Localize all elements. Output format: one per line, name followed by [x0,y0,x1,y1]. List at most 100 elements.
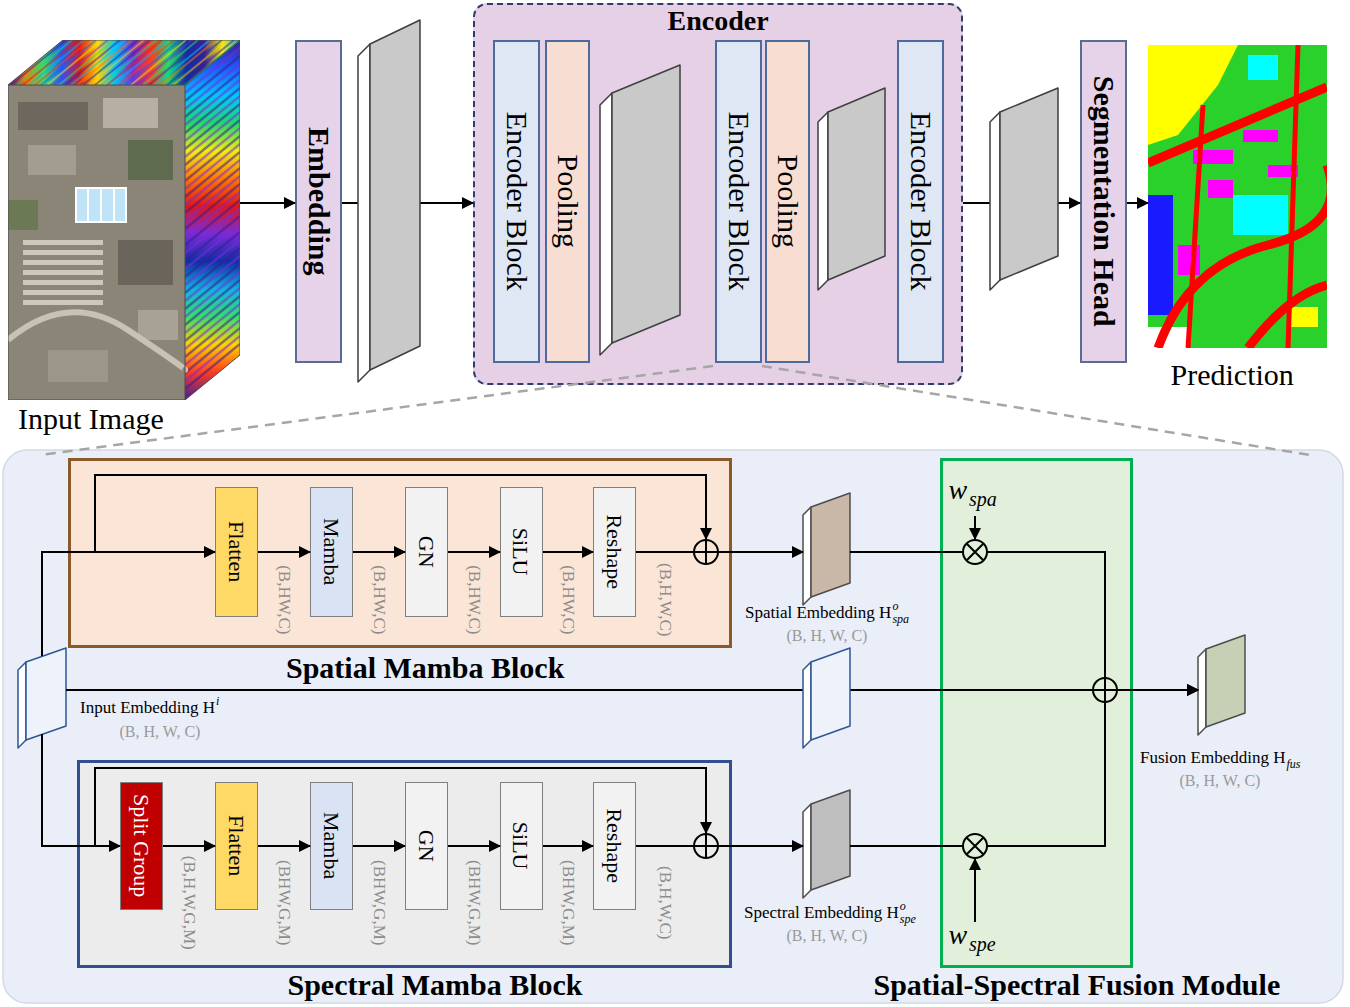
multiply-cross [967,544,984,561]
embedding-label: Spectral Embedding H [744,903,899,923]
weight-arrow [974,516,976,539]
spectral-embedding: Spectral Embedding Hospe(B, H, W, C) [803,790,850,898]
aerial-parking [23,280,103,285]
multiply-circle [963,834,987,858]
heading-label: Encoder [668,7,769,35]
aerial-parking [23,270,103,275]
text-holder: (B,H,W,C) [628,590,702,610]
add-symbol [1093,678,1117,702]
encoder-block: Encoder Block [715,40,762,363]
box-label: Embedding [301,127,336,275]
shape-label: (B, H, W, C) [787,927,868,945]
multiply-symbol [963,540,987,564]
cube-outline [8,40,240,400]
embedding-label: Spatial Embedding H [745,603,891,623]
text-holder: (B,HW,C) [345,590,414,610]
slab-side [1198,649,1206,735]
aerial-parking [23,240,103,245]
prediction-map: Prediction [1148,45,1327,348]
aerial-building [103,98,158,128]
text-holder: Fusion Embedding Hfus [1140,745,1300,771]
text-holder: Input Embedding Hi [80,695,219,721]
slab-side [18,662,26,748]
text-holder: Spatial-Spectral Fusion Module [874,970,1281,1000]
feature-map [990,88,1058,290]
class-region [1288,307,1318,327]
script-stack: ospe [900,900,916,926]
aerial-detail [88,188,114,222]
box-label: Mamba [318,812,343,879]
feature-map-side [600,93,612,355]
add-cross [694,834,718,858]
feature-map [358,20,420,382]
box-label: Split Group [129,794,154,897]
text-holder: w [949,476,968,504]
text-holder: Encoder [668,7,769,35]
aerial-parking [23,300,103,305]
subscript: spe [900,913,916,926]
encoder-block: Encoder Block [493,40,540,363]
script-stack: i [216,695,219,721]
shape-label: (B, H, W, C) [1180,772,1261,790]
text-holder: (B,H,W,G,M) [142,893,236,913]
box-label: Flatten [223,521,248,582]
weight-symbol: w [949,921,968,949]
connector [240,202,295,204]
spectral-band [185,344,240,389]
connector [543,551,593,553]
pooling-box: Pooling [765,40,810,363]
heading-label: Prediction [1171,360,1294,390]
detail-panel [3,450,1343,1003]
box-label: Encoder Block [721,112,756,291]
spectral-band [185,336,240,381]
aerial-building [28,145,76,175]
text-holder: (BHW,G,M) [242,893,327,913]
class-region [1248,55,1278,80]
heading-label: Spectral Mamba Block [288,970,583,1000]
box-label: SiLU [508,822,533,870]
text-holder: (B,H,W,C) [628,893,702,913]
text-holder: (B, H, W, C) [787,927,868,945]
script-gap [216,708,219,721]
text-holder: (B,HW,C) [534,590,603,610]
connector [258,845,310,847]
text-holder: (B, H, W, C) [120,723,201,741]
box-label: Mamba [318,518,343,585]
class-road [1148,87,1327,163]
aerial-building [128,140,173,180]
spectral-top [8,40,240,85]
box-label: GN [413,830,438,862]
add-circle [694,834,718,858]
tensor-shape: (B,H,W,C) [655,563,675,637]
slab-face [811,790,850,890]
text-holder: SiLU [497,539,545,564]
activation-box: SiLU [500,782,543,910]
connector [448,551,500,553]
connector [66,689,1198,691]
fusion-embedding: Fusion Embedding Hfus(B, H, W, C) [1198,635,1245,735]
aerial-road [8,312,185,370]
feature-map-face [828,88,885,280]
encoder-region: EncoderEncoder Block Pooling Encoder Block… [473,3,963,385]
aerial-building [8,200,38,230]
aerial-parking [23,250,103,255]
text-holder: (B,HW,C) [250,590,319,610]
box-label: Encoder Block [499,112,534,291]
text-holder: GN [410,833,442,858]
tensor-shape: (B,H,W,G,M) [179,856,199,950]
text-holder: spa [969,489,997,509]
heading-label: Spatial Mamba Block [286,653,564,683]
segmentation-map [1148,45,1327,348]
add-circle [694,540,718,564]
connector [353,551,405,553]
tensor-shape: (BHW,G,M) [464,860,484,945]
text-holder: (B, H, W, C) [1180,772,1261,790]
subscript: spa [892,613,909,626]
mamba-box: Mamba [310,487,353,617]
split-group-box: Split Group [120,782,163,910]
box-label: Reshape [601,808,626,883]
tensor-shape: (B,HW,C) [464,565,484,634]
weight-subscript: spa [969,489,997,509]
connector [353,845,405,847]
